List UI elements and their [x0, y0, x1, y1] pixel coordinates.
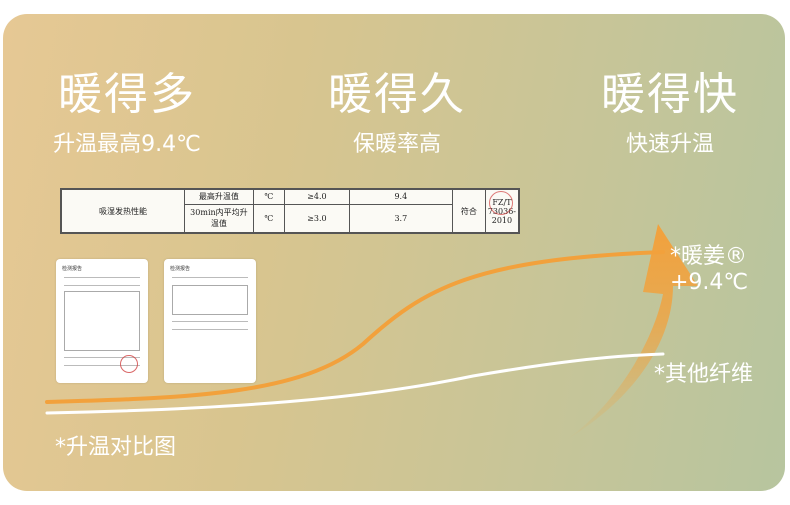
heading-fast-warm: 暖得快 快速升温	[560, 68, 780, 158]
report-header: 检测报告	[170, 266, 191, 272]
chart-caption: *升温对比图	[55, 435, 177, 460]
table-result: 3.7	[348, 203, 453, 234]
temperature-curves	[45, 224, 698, 442]
heading-subtitle: 快速升温	[625, 132, 714, 157]
brand-value: +9.4℃	[670, 270, 749, 295]
heading-title: 暖得快	[601, 69, 739, 120]
heading-long-warm: 暖得久 保暖率高	[287, 68, 507, 158]
table-unit: ℃	[252, 189, 285, 205]
other-fiber-label: *其他纤维	[654, 362, 754, 387]
test-result-table: 吸湿发热性能 最高升温值 ℃ ≥4.0 9.4 符合 FZ/T 73036-20…	[60, 188, 520, 234]
table-requirement: ≥4.0	[283, 189, 350, 205]
brand-curve	[45, 250, 665, 404]
promo-card: 暖得多 升温最高9.4℃ 暖得久 保暖率高 暖得快 快速升温 吸湿发热性能 最高…	[3, 14, 785, 491]
other-fiber-curve	[45, 352, 665, 415]
table-metric: 最高升温值	[183, 189, 254, 205]
heading-title: 暖得久	[328, 69, 466, 120]
heading-more-warm: 暖得多 升温最高9.4℃	[17, 68, 237, 158]
report-header: 检测报告	[62, 266, 83, 272]
table-requirement: ≥3.0	[283, 203, 350, 234]
test-report-document: 检测报告	[56, 259, 148, 383]
table-metric: 30min内平均升温值	[183, 203, 254, 234]
heading-subtitle: 升温最高9.4℃	[53, 132, 201, 157]
heading-subtitle: 保暖率高	[352, 132, 441, 157]
table-item: 吸湿发热性能	[61, 189, 185, 233]
table-verdict: 符合	[451, 189, 486, 233]
table-result: 9.4	[348, 189, 453, 205]
test-report-document: 检测报告	[164, 259, 256, 383]
heading-title: 暖得多	[58, 69, 196, 120]
upward-arrow	[563, 224, 698, 442]
table-unit: ℃	[252, 203, 285, 234]
red-seal-icon	[489, 191, 513, 215]
brand-label: *暖姜®	[670, 244, 748, 269]
red-seal-icon	[120, 355, 138, 373]
